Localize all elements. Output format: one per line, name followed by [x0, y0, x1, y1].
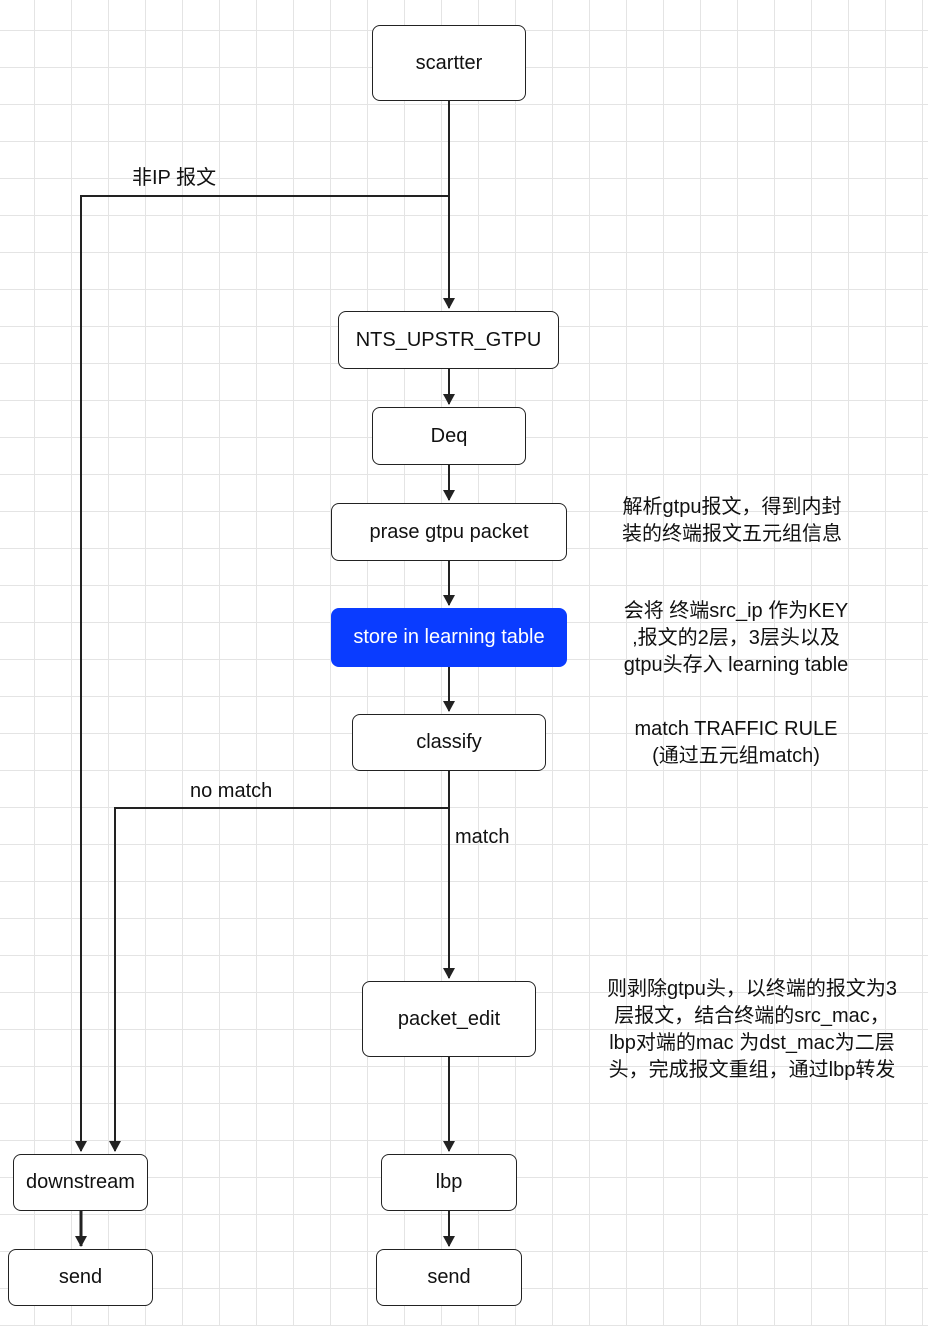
edge-label-match: match [455, 826, 510, 848]
note-parse-line-2: 装的终端报文五元组信息 [622, 523, 842, 545]
note-packet-edit-line-2: 层报文，结合终端的src_mac， [614, 1005, 890, 1027]
note-store-line-3: gtpu头存入 learning table [623, 654, 849, 676]
node-classify[interactable]: classify [352, 714, 546, 771]
node-downstream[interactable]: downstream [13, 1154, 148, 1211]
note-packet-edit-line-3: lbp对端的mac 为dst_mac为二层 [609, 1032, 895, 1054]
node-send-left[interactable]: send [8, 1249, 153, 1306]
note-classify-line-1: match TRAFFIC RULE [634, 718, 838, 740]
node-store-learning-table[interactable]: store in learning table [331, 608, 567, 667]
edge-label-non-ip: 非IP 报文 [132, 167, 217, 189]
note-store-line-2: ,报文的2层，3层头以及 [632, 627, 840, 649]
node-packet-edit[interactable]: packet_edit [362, 981, 536, 1057]
note-packet-edit-line-4: 头，完成报文重组，通过lbp转发 [608, 1059, 896, 1081]
note-parse-line-1: 解析gtpu报文，得到内封 [622, 496, 842, 518]
note-classify-line-2: (通过五元组match) [652, 745, 820, 767]
node-lbp[interactable]: lbp [381, 1154, 517, 1211]
node-scartter[interactable]: scartter [372, 25, 526, 101]
node-send-right[interactable]: send [376, 1249, 522, 1306]
note-classify: match TRAFFIC RULE (通过五元组match) [592, 716, 880, 770]
node-prase-gtpu-packet[interactable]: prase gtpu packet [331, 503, 567, 561]
node-deq[interactable]: Deq [372, 407, 526, 465]
edge-label-no-match: no match [190, 780, 273, 802]
note-store-line-1: 会将 终端src_ip 作为KEY [623, 600, 849, 622]
node-nts-upstr-gtpu[interactable]: NTS_UPSTR_GTPU [338, 311, 559, 369]
note-packet-edit: 则剥除gtpu头，以终端的报文为3 层报文，结合终端的src_mac， lbp对… [582, 976, 922, 1084]
note-parse: 解析gtpu报文，得到内封 装的终端报文五元组信息 [592, 494, 872, 548]
note-store: 会将 终端src_ip 作为KEY ,报文的2层，3层头以及 gtpu头存入 l… [592, 598, 880, 679]
note-packet-edit-line-1: 则剥除gtpu头，以终端的报文为3 [606, 978, 898, 1000]
edge-no-match-to-downstream [109, 807, 449, 1152]
edge-non-ip-to-downstream [75, 195, 449, 1152]
